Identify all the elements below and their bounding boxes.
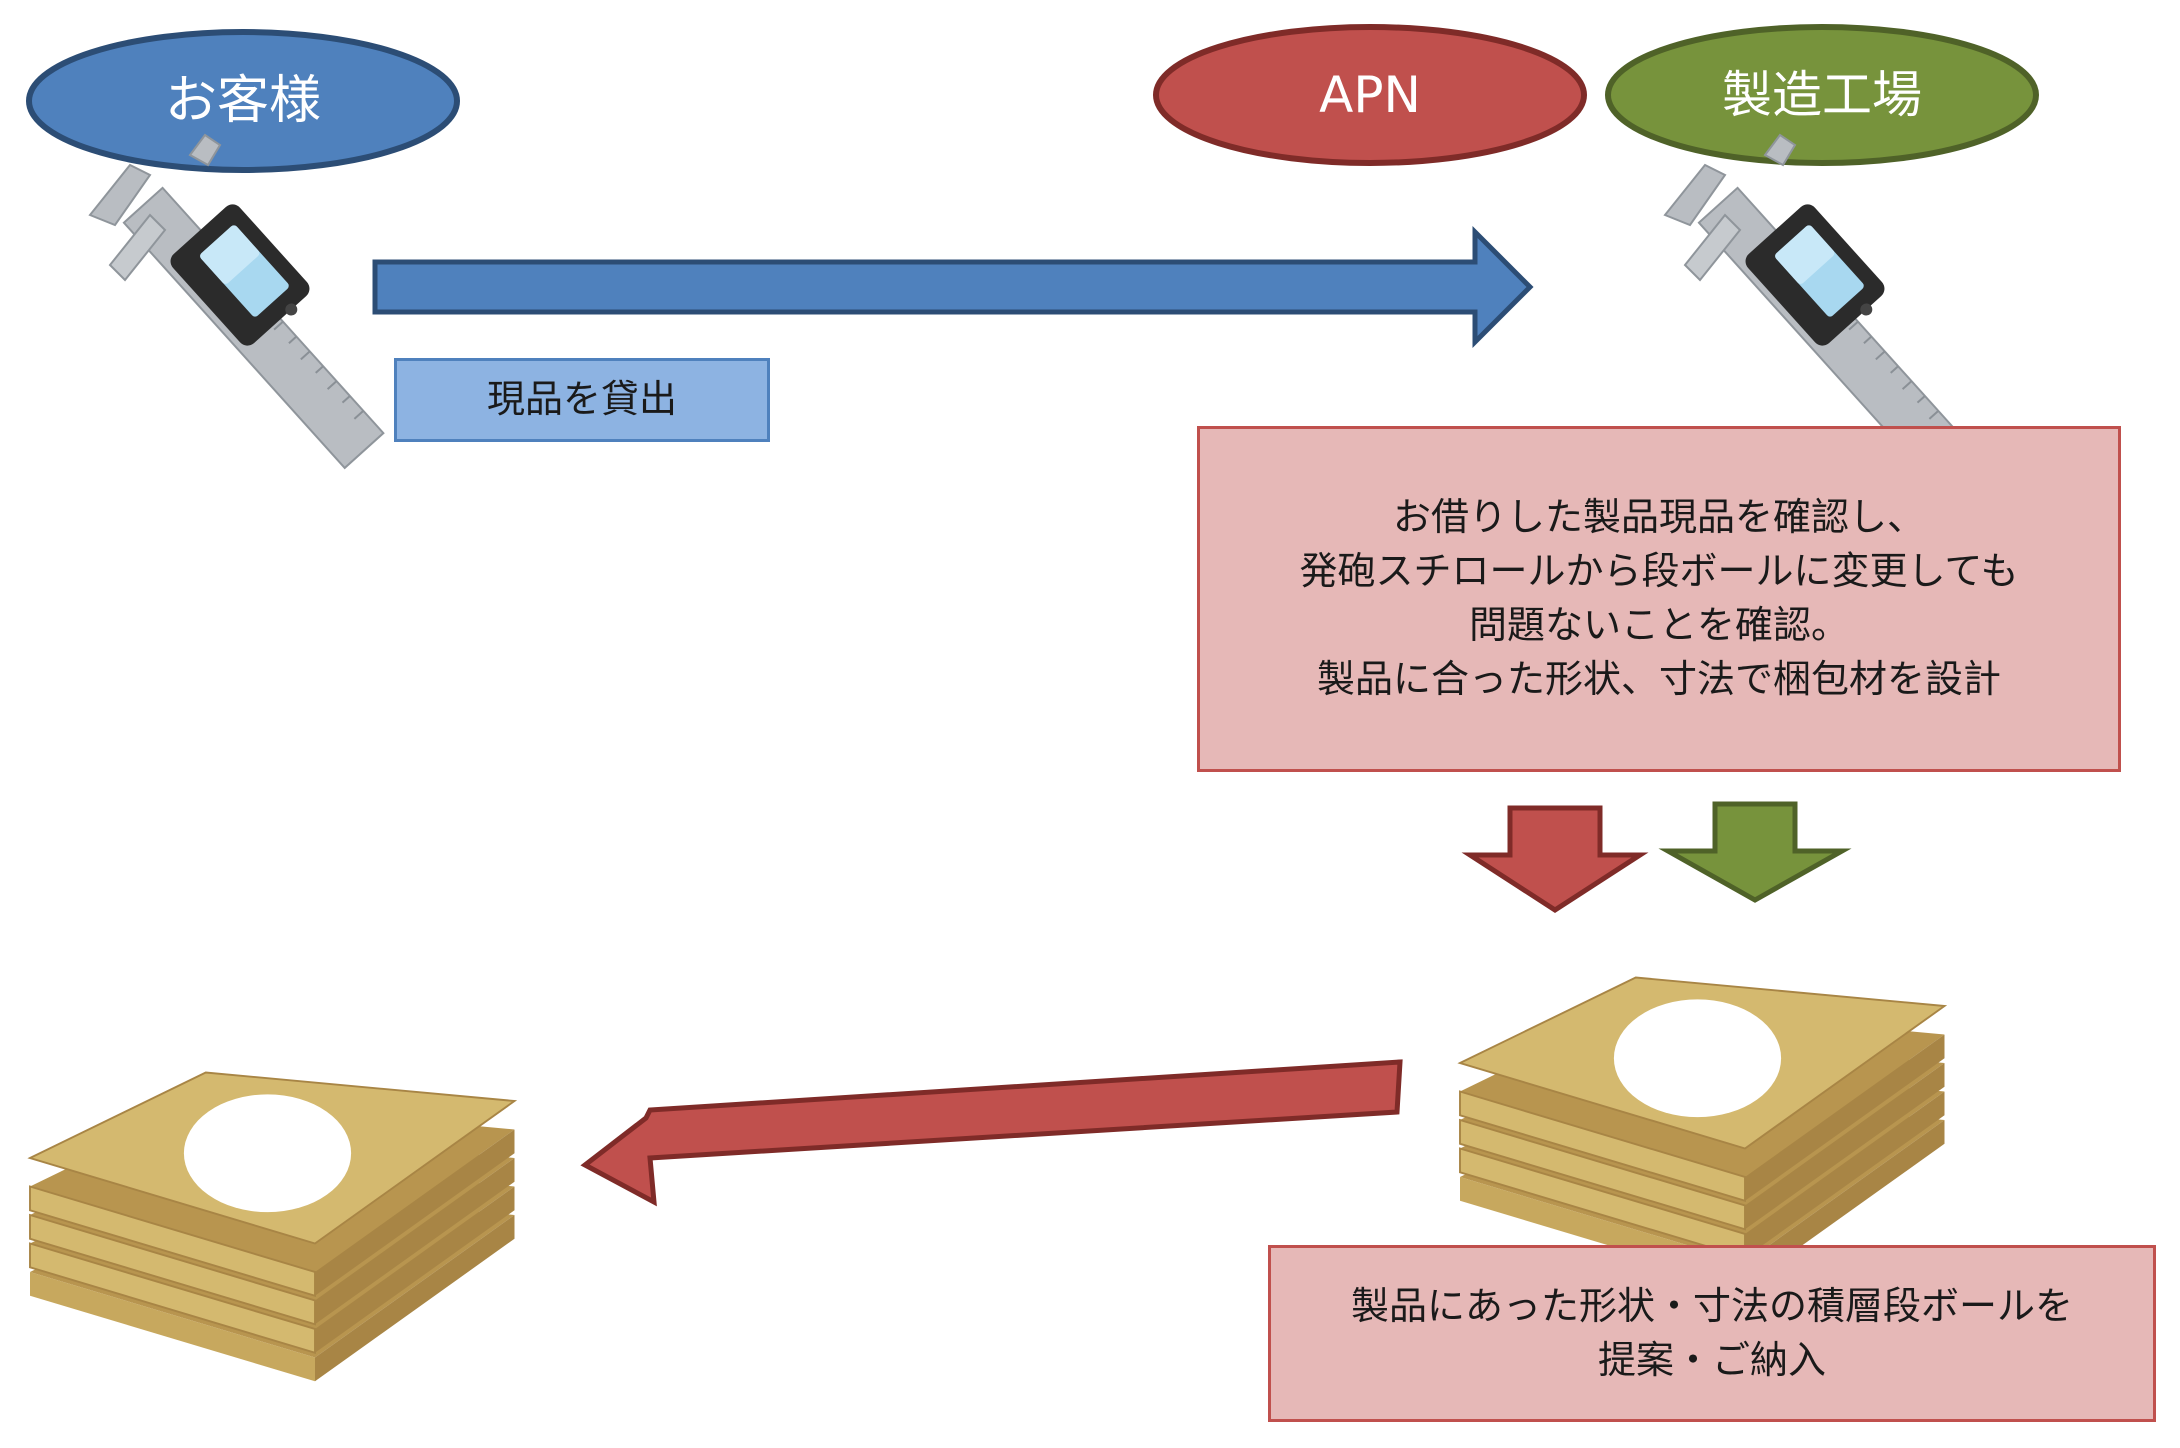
node-customer: お客様 [26,29,460,173]
node-apn: APN [1153,24,1587,166]
arrow-down-apn [1461,805,1649,913]
note-review-text: お借りした製品現品を確認し、 発砲スチロールから段ボールに変更しても 問題ないこ… [1300,491,2019,707]
caliper-icon [89,134,385,469]
note-review-line: 問題ないことを確認。 [1468,603,1849,647]
note-review: お借りした製品現品を確認し、 発砲スチロールから段ボールに変更しても 問題ないこ… [1197,426,2121,772]
caliper-icon [1664,134,1960,469]
note-lend: 現品を貸出 [394,358,770,442]
node-factory: 製造工場 [1605,24,2039,166]
cardboard-stack-icon [29,1071,516,1383]
cardboard-stack-icon [1459,976,1946,1288]
note-review-line: 発砲スチロールから段ボールに変更しても [1299,549,2019,594]
node-customer-label: お客様 [165,71,321,131]
node-apn-label: APN [1319,66,1421,124]
note-review-line: お借りした製品現品を確認し、 [1392,495,1925,540]
note-deliver-text: 製品にあった形状・寸法の積層段ボールを 提案・ご納入 [1351,1280,2073,1388]
note-lend-text: 現品を貸出 [486,377,677,422]
note-review-line: 製品に合った形状、寸法で梱包材を設計 [1316,656,2001,701]
node-factory-label: 製造工場 [1722,66,1922,124]
note-deliver-line: 提案・ご納入 [1597,1337,1826,1382]
arrow-down-factory [1658,801,1852,903]
arrow-lend-right [372,225,1534,349]
note-deliver-line: 製品にあった形状・寸法の積層段ボールを [1350,1283,2073,1328]
arrow-deliver-left [580,1059,1403,1207]
note-deliver: 製品にあった形状・寸法の積層段ボールを 提案・ご納入 [1268,1245,2156,1422]
